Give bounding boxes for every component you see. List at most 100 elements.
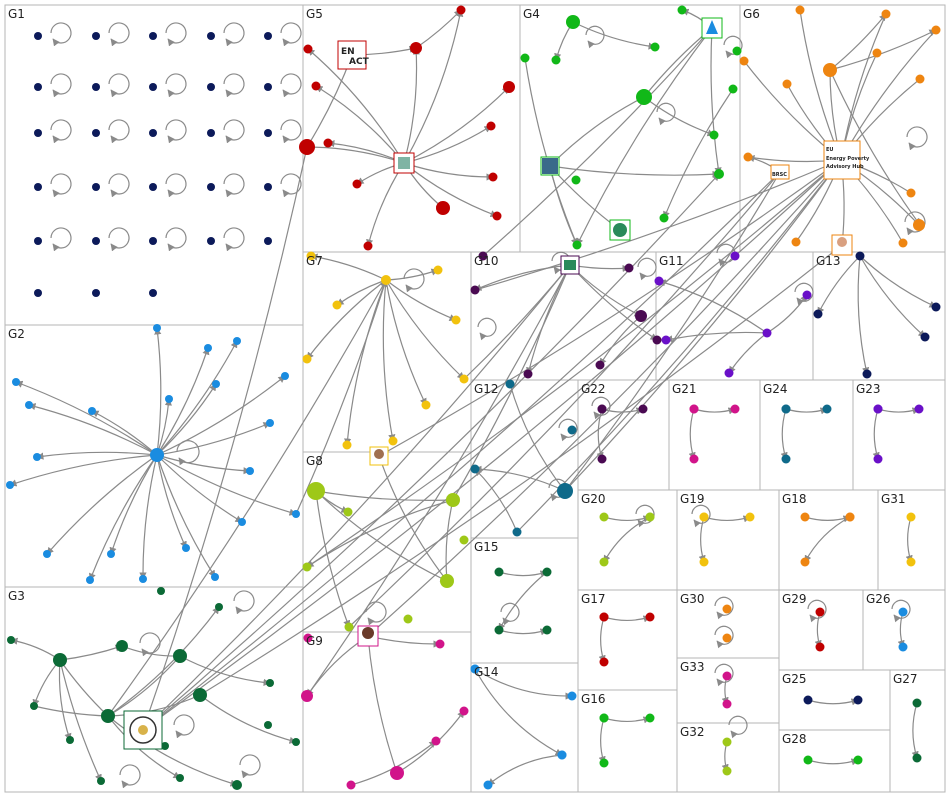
node-g21-184[interactable] (689, 454, 699, 464)
node-g23-192[interactable] (873, 454, 883, 464)
node-g14-199[interactable] (470, 664, 480, 674)
node-g1-15[interactable] (34, 183, 42, 191)
node-g7-129[interactable] (388, 436, 398, 446)
node-g2-42[interactable] (292, 510, 300, 518)
node-g7-125[interactable] (332, 300, 342, 310)
node-g33-228[interactable] (722, 699, 732, 709)
node-g18-214[interactable] (800, 557, 810, 567)
avatar-g4-b[interactable] (540, 156, 560, 176)
node-g4-101[interactable] (572, 240, 582, 250)
node-g2-36[interactable] (12, 378, 20, 386)
node-g2-44[interactable] (107, 550, 115, 558)
node-g3-59[interactable] (97, 777, 105, 785)
node-g14-202[interactable] (483, 780, 493, 790)
node-g11-165[interactable] (762, 328, 772, 338)
node-g18-213[interactable] (845, 512, 855, 522)
node-g31-216[interactable] (906, 557, 916, 567)
node-g5-74[interactable] (303, 44, 313, 54)
node-g6-118[interactable] (898, 238, 908, 248)
node-g9-148[interactable] (459, 706, 469, 716)
node-g2-35[interactable] (25, 401, 33, 409)
avatar-g7[interactable] (369, 446, 389, 466)
node-g5-83[interactable] (492, 211, 502, 221)
node-g2-41[interactable] (238, 518, 246, 526)
node-g1-17[interactable] (149, 183, 157, 191)
node-g10-154[interactable] (478, 251, 488, 261)
node-g2-30[interactable] (233, 337, 241, 345)
node-g3-49[interactable] (157, 587, 165, 595)
node-g25-236[interactable] (853, 695, 863, 705)
node-g12-174[interactable] (470, 464, 480, 474)
node-g5-82[interactable] (488, 172, 498, 182)
node-g13-167[interactable] (855, 251, 865, 261)
node-g1-4[interactable] (264, 32, 272, 40)
avatar-g5-hub[interactable] (393, 152, 415, 174)
node-g30-225[interactable] (722, 604, 732, 614)
node-g16-223[interactable] (599, 713, 609, 723)
node-g7-131[interactable] (306, 251, 316, 261)
node-g33-227[interactable] (722, 671, 732, 681)
node-g1-12[interactable] (149, 129, 157, 137)
node-g6-121[interactable] (823, 63, 837, 77)
node-g6-112[interactable] (739, 56, 749, 66)
node-g3-57[interactable] (30, 702, 38, 710)
node-g9-149[interactable] (435, 639, 445, 649)
node-g15-196[interactable] (542, 625, 552, 635)
node-g2-hub[interactable] (150, 448, 164, 462)
node-g6-114[interactable] (743, 152, 753, 162)
node-g27-240[interactable] (912, 753, 922, 763)
avatar-g10[interactable] (560, 255, 580, 275)
node-g17-219[interactable] (599, 612, 609, 622)
node-g25-235[interactable] (803, 695, 813, 705)
node-g15-193[interactable] (494, 567, 504, 577)
avatar-g4-a[interactable] (701, 17, 723, 39)
node-g24-188[interactable] (781, 454, 791, 464)
node-g10-155[interactable] (523, 369, 533, 379)
node-g1-25[interactable] (34, 289, 42, 297)
node-g1-27[interactable] (149, 289, 157, 297)
node-g14-198[interactable] (567, 691, 577, 701)
node-g3-66[interactable] (53, 653, 67, 667)
node-g4-104[interactable] (566, 15, 580, 29)
node-g17-218[interactable] (645, 612, 655, 622)
logo-small-badge[interactable]: BRSC (770, 164, 790, 180)
node-g1-10[interactable] (34, 129, 42, 137)
node-g5-76[interactable] (323, 138, 333, 148)
node-g28-237[interactable] (803, 755, 813, 765)
node-g2-29[interactable] (204, 344, 212, 352)
node-g7-126[interactable] (302, 354, 312, 364)
node-g18-211[interactable] (800, 512, 810, 522)
node-g1-11[interactable] (92, 129, 100, 137)
node-g4-93[interactable] (677, 5, 687, 15)
node-g3-50[interactable] (215, 603, 223, 611)
node-g15-194[interactable] (542, 567, 552, 577)
node-g4-97[interactable] (709, 130, 719, 140)
node-g2-38[interactable] (246, 467, 254, 475)
node-g3-70[interactable] (101, 709, 115, 723)
node-g6-122[interactable] (913, 219, 925, 231)
node-g5-75[interactable] (311, 81, 321, 91)
node-g13-171[interactable] (931, 302, 941, 312)
node-g5-87[interactable] (410, 42, 422, 54)
node-g14-201[interactable] (557, 750, 567, 760)
node-g8-143[interactable] (440, 574, 454, 588)
node-g8-136[interactable] (459, 535, 469, 545)
node-g26-233[interactable] (898, 607, 908, 617)
node-g11-162[interactable] (654, 276, 664, 286)
node-g4-92[interactable] (520, 53, 530, 63)
node-g5-72[interactable] (456, 5, 466, 15)
node-g12-172[interactable] (505, 379, 515, 389)
node-g2-37[interactable] (266, 419, 274, 427)
node-g7-132[interactable] (381, 275, 391, 285)
node-g17-220[interactable] (599, 657, 609, 667)
node-g27-239[interactable] (912, 698, 922, 708)
node-g20-205[interactable] (645, 512, 655, 522)
node-g7-128[interactable] (421, 400, 431, 410)
node-g13-170[interactable] (920, 332, 930, 342)
node-g19-208[interactable] (745, 512, 755, 522)
node-g11-161[interactable] (730, 251, 740, 261)
node-g3-51[interactable] (7, 636, 15, 644)
node-g2-39[interactable] (33, 453, 41, 461)
node-g5-85[interactable] (299, 139, 315, 155)
node-g10-158[interactable] (652, 335, 662, 345)
